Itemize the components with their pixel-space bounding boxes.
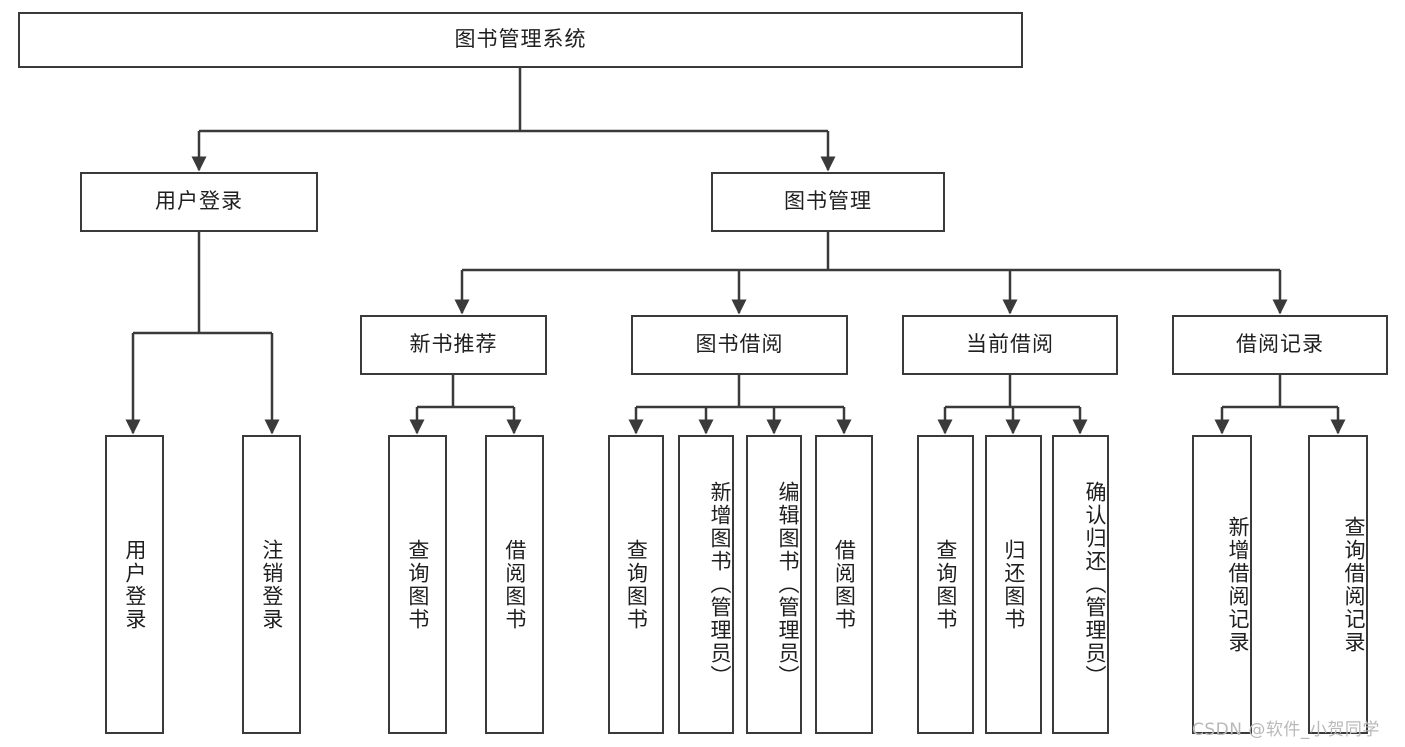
node-borrow-records-label: 借阅记录 [1236, 332, 1324, 357]
leaf-user-login[interactable]: 用户登录 [105, 435, 164, 734]
leaf-query-books-current[interactable]: 查询图书 [917, 435, 974, 734]
node-user-login-label: 用户登录 [155, 189, 243, 214]
leaf-logout-login[interactable]: 注销登录 [242, 435, 301, 734]
leaf-confirm-return-admin[interactable]: 确认归还（管理员） [1052, 435, 1109, 734]
node-new-book-recommend-label: 新书推荐 [409, 332, 498, 357]
leaf-return-books[interactable]: 归还图书 [985, 435, 1042, 734]
leaf-borrow-books-newbook[interactable]: 借阅图书 [485, 435, 544, 734]
leaf-query-books-current-label: 查询图书 [933, 538, 958, 631]
leaf-user-login-label: 用户登录 [122, 538, 147, 631]
leaf-confirm-return-admin-label: 确认归还（管理员） [1083, 481, 1107, 688]
leaf-query-books-borrow-label: 查询图书 [624, 538, 649, 631]
node-book-borrow[interactable]: 图书借阅 [631, 315, 848, 375]
leaf-add-borrow-record-label: 新增借阅记录 [1226, 515, 1250, 654]
leaf-query-borrow-record-label: 查询借阅记录 [1342, 515, 1366, 654]
node-book-management-label: 图书管理 [784, 189, 872, 214]
leaf-borrow-books[interactable]: 借阅图书 [815, 435, 873, 734]
leaf-query-books-borrow[interactable]: 查询图书 [608, 435, 664, 734]
node-borrow-records[interactable]: 借阅记录 [1172, 315, 1388, 375]
leaf-query-borrow-record[interactable]: 查询借阅记录 [1308, 435, 1368, 734]
leaf-add-book-admin[interactable]: 新增图书（管理员） [678, 435, 734, 734]
leaf-add-book-admin-label: 新增图书（管理员） [708, 481, 732, 688]
node-current-borrow-label: 当前借阅 [966, 332, 1054, 357]
node-root[interactable]: 图书管理系统 [18, 12, 1023, 68]
leaf-query-books-newbook[interactable]: 查询图书 [388, 435, 447, 734]
node-new-book-recommend[interactable]: 新书推荐 [360, 315, 547, 375]
node-book-management[interactable]: 图书管理 [711, 172, 945, 232]
leaf-return-books-label: 归还图书 [1001, 538, 1026, 631]
watermark: CSDN @软件_小贺同学 [1192, 720, 1380, 740]
leaf-borrow-books-newbook-label: 借阅图书 [502, 538, 527, 631]
leaf-edit-book-admin-label: 编辑图书（管理员） [776, 481, 800, 688]
leaf-borrow-books-label: 借阅图书 [832, 538, 857, 631]
node-root-label: 图书管理系统 [454, 27, 587, 52]
node-current-borrow[interactable]: 当前借阅 [902, 315, 1118, 375]
leaf-edit-book-admin[interactable]: 编辑图书（管理员） [746, 435, 802, 734]
leaf-query-books-newbook-label: 查询图书 [405, 538, 430, 631]
node-book-borrow-label: 图书借阅 [695, 332, 784, 357]
node-user-login[interactable]: 用户登录 [80, 172, 318, 232]
leaf-add-borrow-record[interactable]: 新增借阅记录 [1192, 435, 1252, 734]
leaf-logout-login-label: 注销登录 [259, 538, 284, 631]
